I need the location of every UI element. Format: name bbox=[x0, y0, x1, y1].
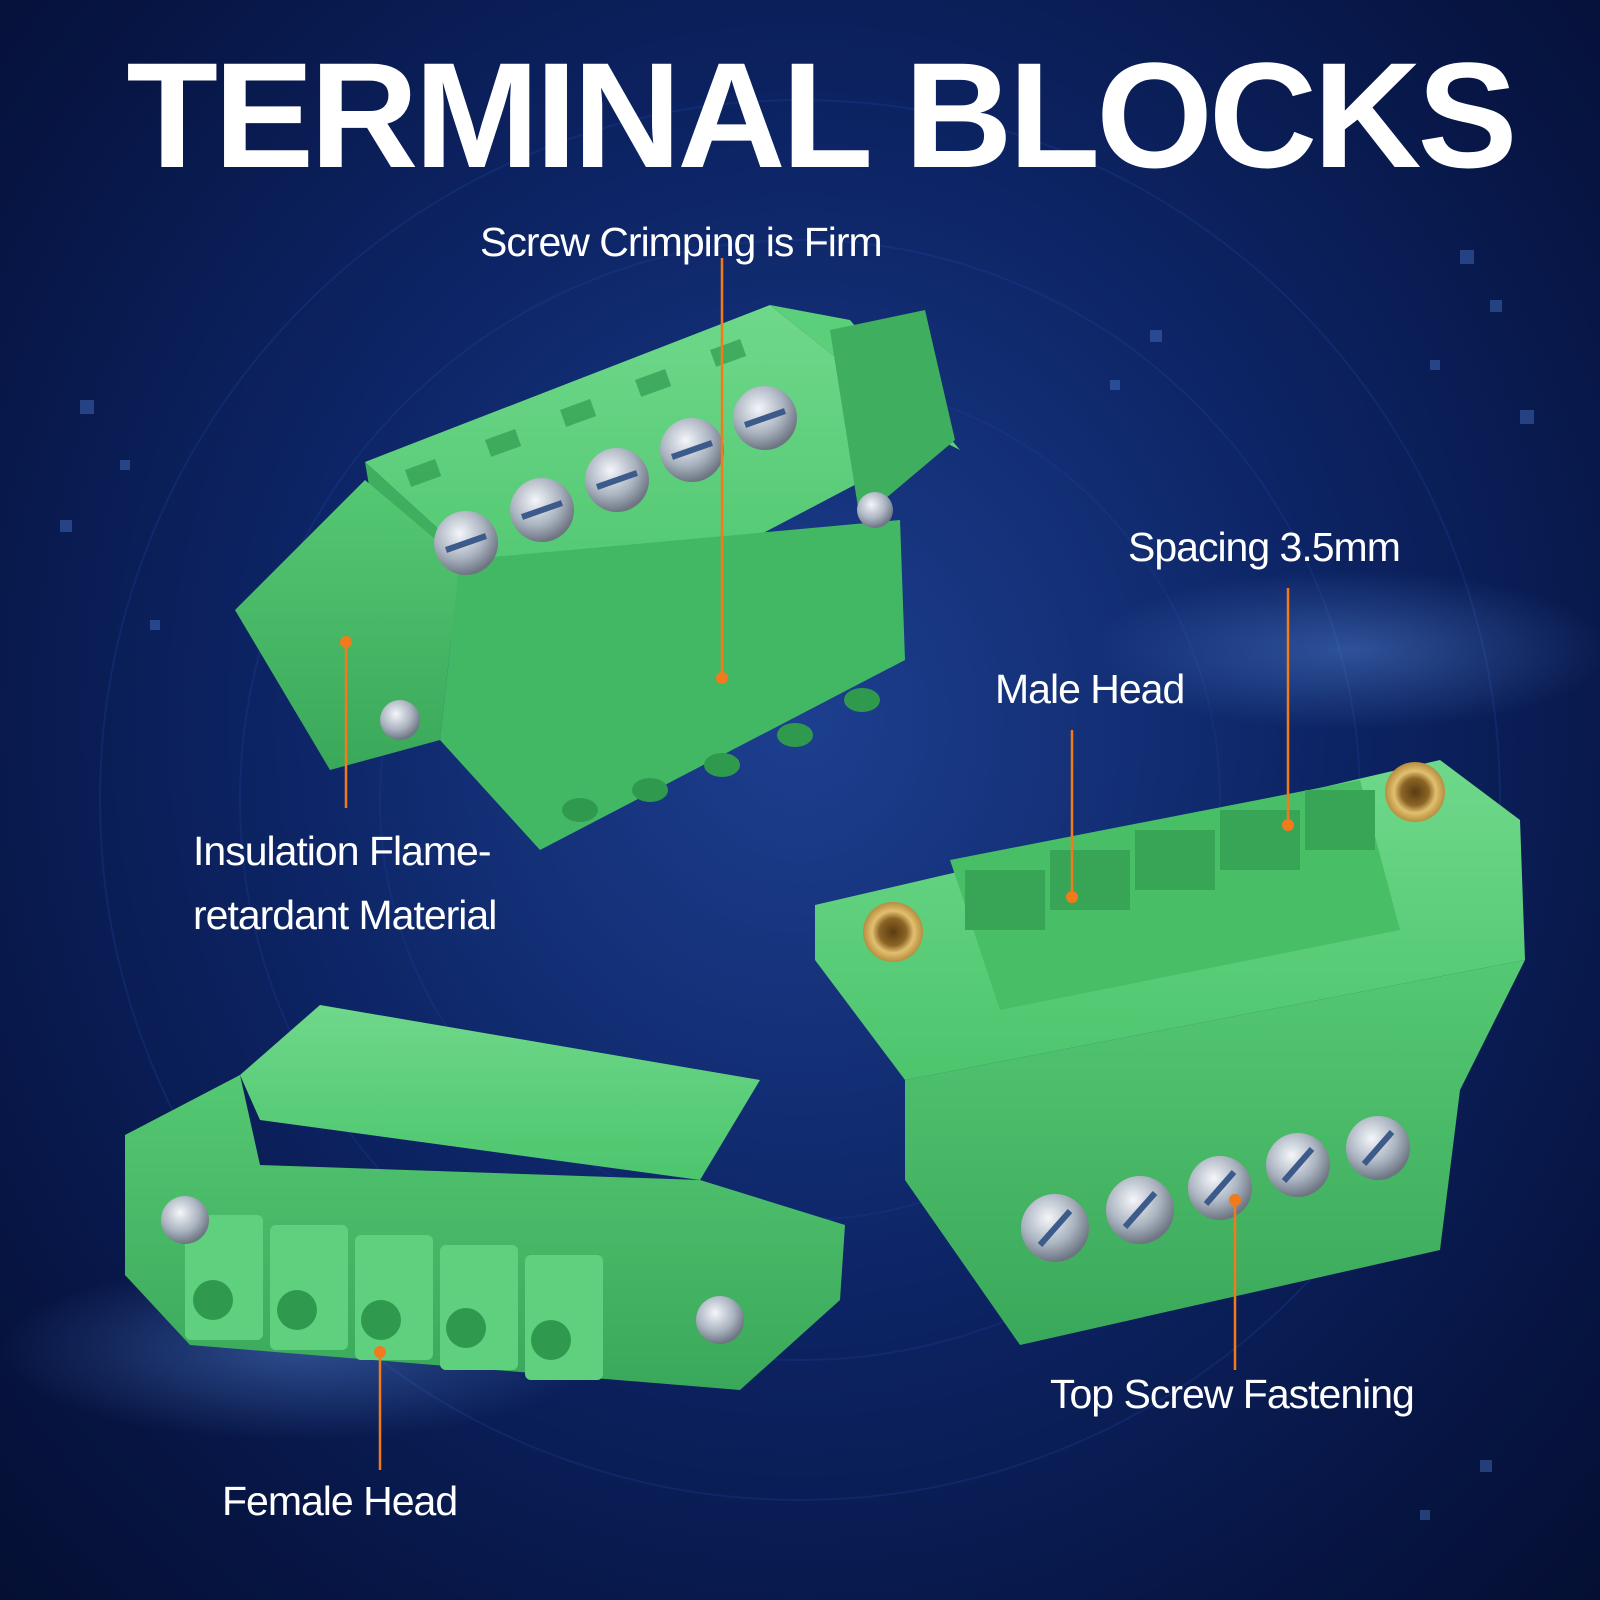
callout-spacing: Spacing 3.5mm bbox=[1128, 524, 1401, 570]
page-title: TERMINAL BLOCKS bbox=[126, 31, 1517, 199]
callout-insulation-line1: Insulation Flame- bbox=[193, 828, 491, 874]
plug-connector-top bbox=[235, 305, 960, 850]
callout-insulation-line2: retardant Material bbox=[193, 892, 497, 938]
callout-male-head: Male Head bbox=[995, 666, 1185, 712]
female-connector-bottom bbox=[125, 1005, 845, 1390]
callout-leaders bbox=[340, 258, 1294, 1470]
callout-top-screw: Top Screw Fastening bbox=[1050, 1371, 1415, 1417]
callout-screw-crimping: Screw Crimping is Firm bbox=[480, 219, 883, 265]
header-connector-right bbox=[815, 760, 1525, 1345]
callout-female-head: Female Head bbox=[222, 1478, 458, 1524]
